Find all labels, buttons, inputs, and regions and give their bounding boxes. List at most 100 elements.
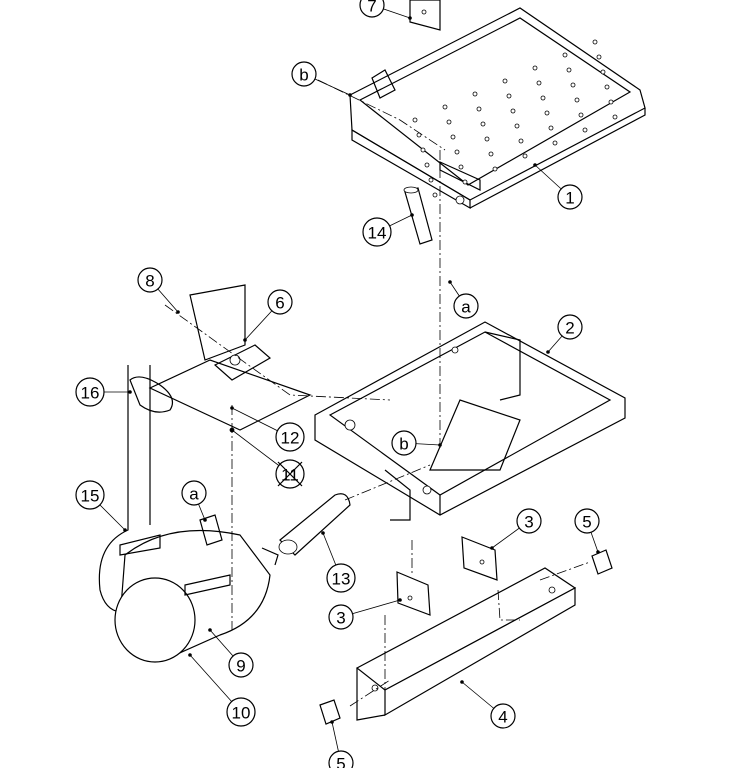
callout-label: a xyxy=(461,298,471,317)
perforation-hole xyxy=(492,166,498,172)
callout-9: 9 xyxy=(228,652,254,678)
leader-dot xyxy=(398,598,402,602)
perforation-hole xyxy=(428,177,434,183)
part-10-canister xyxy=(114,514,279,663)
perforation-hole xyxy=(472,91,478,97)
callout-5: 5 xyxy=(574,508,600,534)
callout-label: 2 xyxy=(565,319,574,338)
perforation-hole xyxy=(506,93,512,99)
centre-lines xyxy=(164,79,591,707)
perforation-hole xyxy=(592,39,598,45)
leader-dot xyxy=(188,653,192,657)
leader-dot xyxy=(208,628,212,632)
perforation-hole xyxy=(540,95,546,101)
perforation-hole xyxy=(488,151,494,157)
part-14-hose xyxy=(403,186,433,245)
cross-out-mark xyxy=(277,461,303,487)
leader-dot xyxy=(448,280,452,284)
leader-dot xyxy=(408,16,412,20)
callout-b: b xyxy=(391,430,417,456)
callout-label: 5 xyxy=(582,513,591,532)
callout-4: 4 xyxy=(490,703,516,729)
part-2-pan xyxy=(314,321,626,521)
leader-dot xyxy=(490,546,494,550)
leader-dot xyxy=(230,406,234,410)
callout-label: 3 xyxy=(524,513,533,532)
perforation-hole xyxy=(522,153,528,159)
callout-label: 3 xyxy=(336,609,345,628)
leader-dot xyxy=(230,428,234,432)
callout-8: 8 xyxy=(137,267,163,293)
leader-dot xyxy=(348,93,352,97)
perforation-hole xyxy=(604,84,610,90)
leader-dot xyxy=(243,338,247,342)
perforation-hole xyxy=(502,78,508,84)
leader-dot xyxy=(533,163,537,167)
perforation-hole xyxy=(446,119,452,125)
callout-label: 13 xyxy=(332,570,351,589)
perforation-hole xyxy=(570,82,576,88)
perforation-hole xyxy=(420,147,426,153)
callout-2: 2 xyxy=(557,314,583,340)
callout-label: b xyxy=(299,66,308,85)
leader-dot xyxy=(123,528,127,532)
callout-label: 7 xyxy=(367,0,376,16)
leader-dot xyxy=(330,720,334,724)
perforation-hole xyxy=(480,121,486,127)
callout-12: 12 xyxy=(275,422,305,452)
callout-a: a xyxy=(181,480,207,506)
perforation-hole xyxy=(562,52,568,58)
perforation-hole xyxy=(532,65,538,71)
callout-11: 11 xyxy=(275,459,305,489)
perforation-hole xyxy=(596,54,602,60)
callout-label: 12 xyxy=(281,429,300,448)
perforation-hole xyxy=(454,149,460,155)
part-16-clamp xyxy=(129,376,173,413)
part-15-strap xyxy=(98,365,151,613)
callout-label: 6 xyxy=(275,294,284,313)
perforation-hole xyxy=(582,127,588,133)
callout-5: 5 xyxy=(328,750,354,768)
leader-dot xyxy=(460,680,464,684)
callout-b: b xyxy=(291,61,317,87)
perforation-hole xyxy=(412,117,418,123)
perforation-hole xyxy=(476,106,482,112)
callout-1: 1 xyxy=(557,184,583,210)
perforation-hole xyxy=(518,138,524,144)
perforation-hole xyxy=(510,108,516,114)
leader-dot xyxy=(176,310,180,314)
callout-label: 5 xyxy=(336,755,345,768)
callout-label: 9 xyxy=(236,657,245,676)
callout-label: a xyxy=(189,485,199,504)
perforation-hole xyxy=(458,164,464,170)
callout-10: 10 xyxy=(226,697,256,727)
perforation-hole xyxy=(578,112,584,118)
perforation-hole xyxy=(612,114,618,120)
perforation-hole xyxy=(536,80,542,86)
part-1-tray xyxy=(349,7,646,210)
part-4-rail xyxy=(355,567,577,721)
callout-a: a xyxy=(453,293,479,319)
perforation-hole xyxy=(432,192,438,198)
perforation-hole xyxy=(442,104,448,110)
part-3-plates xyxy=(396,536,498,616)
leader-dot xyxy=(321,531,325,535)
perforation-hole xyxy=(608,99,614,105)
callout-label: 15 xyxy=(81,487,100,506)
leader-dot xyxy=(410,213,414,217)
part-7-bracket xyxy=(409,0,441,31)
leader-dot xyxy=(128,390,132,394)
callout-label: 10 xyxy=(232,704,251,723)
perforation-hole xyxy=(424,162,430,168)
callout-label: 14 xyxy=(368,224,387,243)
callout-3: 3 xyxy=(516,508,542,534)
part-5-bolts xyxy=(319,549,613,725)
perforation-hole xyxy=(544,110,550,116)
callout-label: b xyxy=(399,435,408,454)
perforation-hole xyxy=(514,123,520,129)
part-13-tube xyxy=(278,493,351,556)
perforation-hole xyxy=(574,97,580,103)
callout-15: 15 xyxy=(75,480,105,510)
callout-7: 7 xyxy=(359,0,385,18)
perforation-hole xyxy=(566,67,572,73)
